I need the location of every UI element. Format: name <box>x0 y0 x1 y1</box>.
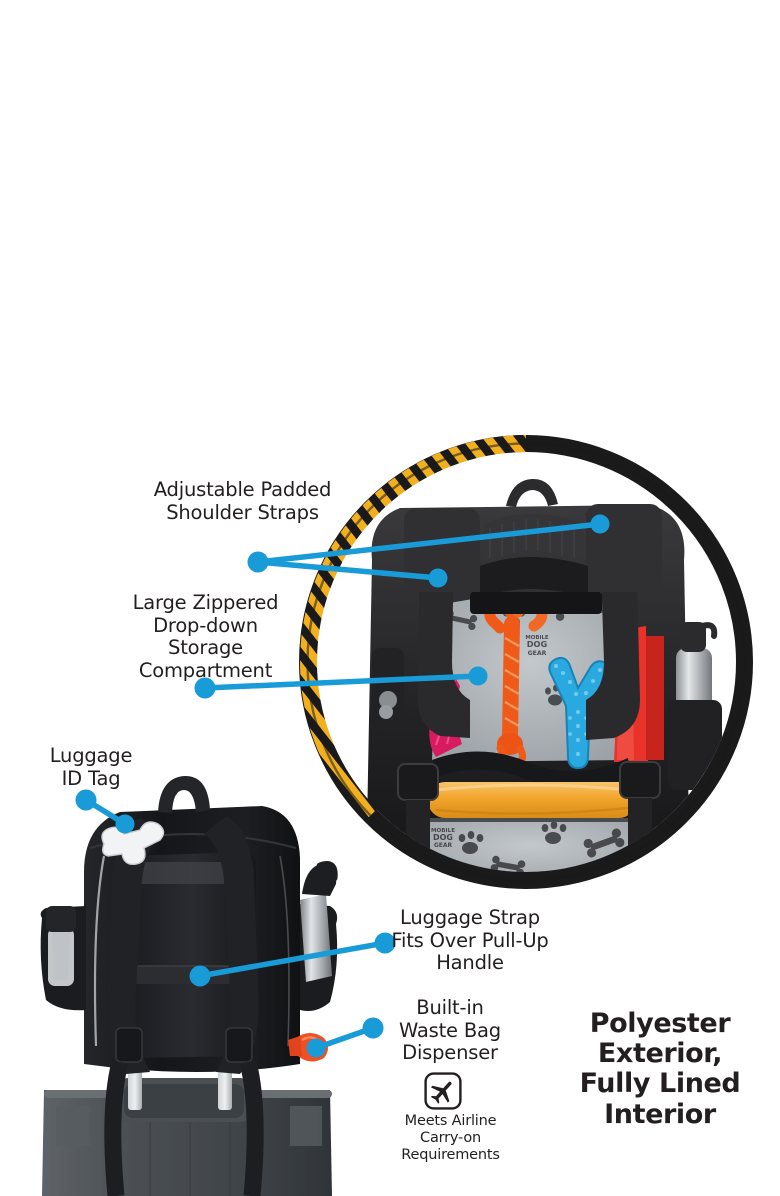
waste-bag-dispenser <box>288 1033 328 1062</box>
left-side-hardware <box>372 648 404 724</box>
svg-text:DOG: DOG <box>590 871 605 878</box>
side-pocket-right <box>300 904 338 1011</box>
pull-up-handle <box>128 1052 232 1110</box>
top-carry-handle-photo <box>158 775 210 813</box>
callout-label-waste-bag: Built-in Waste Bag Dispenser <box>399 996 501 1065</box>
detail-circle-ring <box>299 435 753 889</box>
svg-text:DOG: DOG <box>506 685 519 693</box>
svg-text:MOBILE: MOBILE <box>525 635 548 641</box>
airline-badge-label: Meets Airline Carry-on Requirements <box>401 1113 500 1164</box>
svg-text:DOG: DOG <box>527 639 548 649</box>
water-bottle-left <box>46 906 76 986</box>
dot-shoulder-straps-tip-a <box>590 514 610 534</box>
shoulder-strap-left <box>107 818 164 1074</box>
detail-circle-contents: MOBILE DOG GEAR GEAR DOG <box>316 452 736 878</box>
lining-lower <box>418 820 642 872</box>
dot-shoulder-straps-origin <box>247 551 269 573</box>
top-carry-handle <box>506 478 558 507</box>
dot-storage-tip <box>468 666 488 686</box>
svg-text:GEAR: GEAR <box>434 842 453 849</box>
red-accessory <box>614 626 664 762</box>
paw-print-pattern <box>444 595 591 706</box>
stainless-water-bottle-inset <box>668 622 722 790</box>
side-pocket-left <box>40 906 86 1011</box>
callout-label-luggage-strap: Luggage Strap Fits Over Pull-Up Handle <box>391 906 549 975</box>
dot-waste-bag-origin <box>362 1017 384 1039</box>
headline-material: Polyester Exterior, Fully Lined Interior <box>579 1008 741 1130</box>
bone-chew-toy-blue <box>548 656 613 770</box>
svg-text:GEAR: GEAR <box>598 604 618 615</box>
dot-shoulder-straps-tip-b <box>428 568 448 588</box>
lining-brand-marks: MOBILE DOG GEAR GEAR DOG <box>506 604 618 693</box>
dot-waste-bag-tip <box>306 1038 326 1058</box>
grooming-brush-pink <box>429 672 462 757</box>
svg-text:GEAR: GEAR <box>528 650 547 657</box>
luggage-id-tag <box>101 821 165 865</box>
strap-buckles <box>397 761 661 860</box>
svg-text:DOG: DOG <box>433 833 453 842</box>
dot-id-tag-origin <box>75 789 97 811</box>
svg-text:MOBILE: MOBILE <box>431 828 455 834</box>
shoulder-strap-right <box>204 816 259 1074</box>
callout-label-storage: Large Zippered Drop-down Storage Compart… <box>132 591 279 682</box>
airplane-icon <box>424 1072 462 1110</box>
water-bottle-right <box>300 861 338 982</box>
lining-upper <box>432 594 628 762</box>
dot-luggage-strap-tip <box>189 965 211 987</box>
callout-label-shoulder-straps: Adjustable Padded Shoulder Straps <box>153 478 332 524</box>
orange-towel <box>428 782 636 818</box>
luggage-pass-through-strap <box>130 966 256 984</box>
rolling-luggage <box>42 1078 332 1196</box>
rope-toy-orange <box>484 598 548 766</box>
dot-id-tag-tip <box>115 814 135 834</box>
callout-label-id-tag: Luggage ID Tag <box>49 744 133 790</box>
backpack-photo <box>40 775 338 1196</box>
